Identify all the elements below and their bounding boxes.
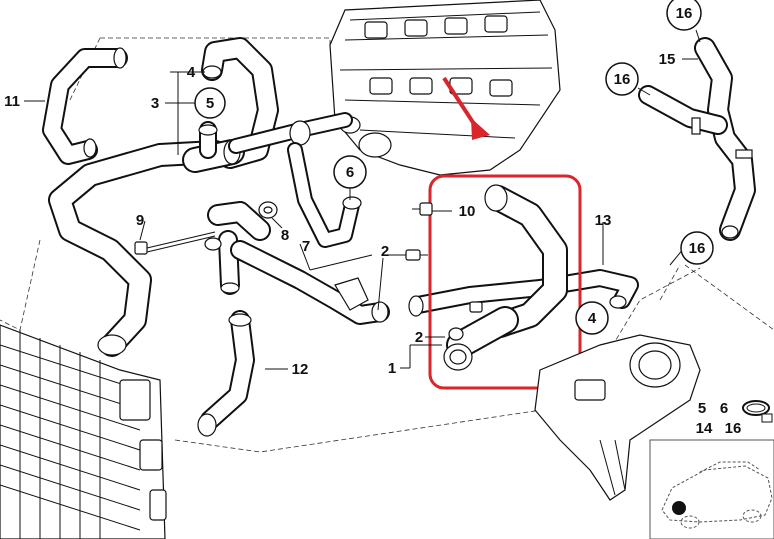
callout-9: 9	[136, 212, 144, 229]
leader-lines	[24, 29, 701, 370]
callout-2-upper: 2	[381, 243, 389, 260]
svg-text:9: 9	[136, 212, 144, 229]
bolt-9	[134, 231, 216, 255]
svg-text:14: 14	[696, 420, 713, 437]
svg-text:6: 6	[346, 164, 354, 181]
connector-housing-7	[204, 201, 278, 295]
screw-2	[405, 249, 428, 261]
callout-1: 1	[388, 360, 396, 377]
hose-15	[638, 37, 756, 241]
callout-7: 7	[302, 238, 310, 255]
callout-6: 6	[333, 155, 367, 189]
svg-text:3: 3	[151, 95, 159, 112]
callout-4-circled: 4	[575, 301, 609, 335]
callout-12: 12	[292, 361, 309, 378]
hose-clamp-icon	[742, 400, 773, 423]
svg-text:7: 7	[302, 238, 310, 255]
svg-text:13: 13	[595, 212, 612, 229]
svg-text:8: 8	[281, 227, 289, 244]
svg-text:6: 6	[720, 400, 728, 417]
highlighted-coolant-hose	[443, 184, 568, 371]
hose-4	[201, 37, 279, 169]
callout-15: 15	[659, 51, 676, 68]
callout-13: 13	[595, 212, 612, 229]
svg-text:15: 15	[659, 51, 676, 68]
svg-text:4: 4	[588, 310, 597, 327]
engine-cylinder-head	[329, 0, 561, 176]
highlight-box	[428, 174, 582, 390]
svg-text:1: 1	[388, 360, 396, 377]
legend: 5 6 14 16	[649, 400, 774, 539]
callout-11: 11	[4, 93, 20, 110]
svg-text:4: 4	[187, 64, 196, 81]
svg-text:2: 2	[381, 243, 389, 260]
svg-text:16: 16	[689, 240, 706, 257]
callout-16-mid: 16	[605, 62, 639, 96]
callout-8: 8	[281, 227, 289, 244]
radiator	[0, 324, 167, 539]
hose-11	[42, 47, 128, 165]
bolt-10	[412, 202, 433, 216]
callout-16-low: 16	[680, 231, 714, 265]
svg-text:16: 16	[676, 5, 693, 22]
callout-4-top: 4	[187, 64, 196, 81]
hose-7	[230, 240, 390, 325]
callout-16-top: 16	[666, 0, 702, 31]
svg-text:5: 5	[206, 95, 214, 112]
callout-10: 10	[459, 203, 476, 220]
car-silhouette-icon	[661, 461, 773, 529]
hose-radiator-upper	[48, 140, 227, 357]
svg-text:5: 5	[698, 400, 706, 417]
callout-3: 3	[151, 95, 159, 112]
svg-text:16: 16	[614, 71, 631, 88]
callout-2-lower: 2	[415, 329, 423, 346]
hose-engine-outlet	[228, 112, 353, 154]
hose-13	[408, 269, 639, 317]
arrow-down-right-icon	[442, 76, 490, 140]
svg-text:10: 10	[459, 203, 476, 220]
throttle-housing	[534, 334, 701, 501]
callout-labels: 16 15 16 11 4 3 5 6 9 10	[4, 0, 714, 378]
svg-text:2: 2	[415, 329, 423, 346]
svg-text:12: 12	[292, 361, 309, 378]
callout-5: 5	[194, 87, 226, 119]
svg-text:16: 16	[725, 420, 742, 437]
hose-6	[287, 142, 362, 248]
hose-12	[197, 310, 255, 437]
svg-text:11: 11	[4, 93, 20, 110]
